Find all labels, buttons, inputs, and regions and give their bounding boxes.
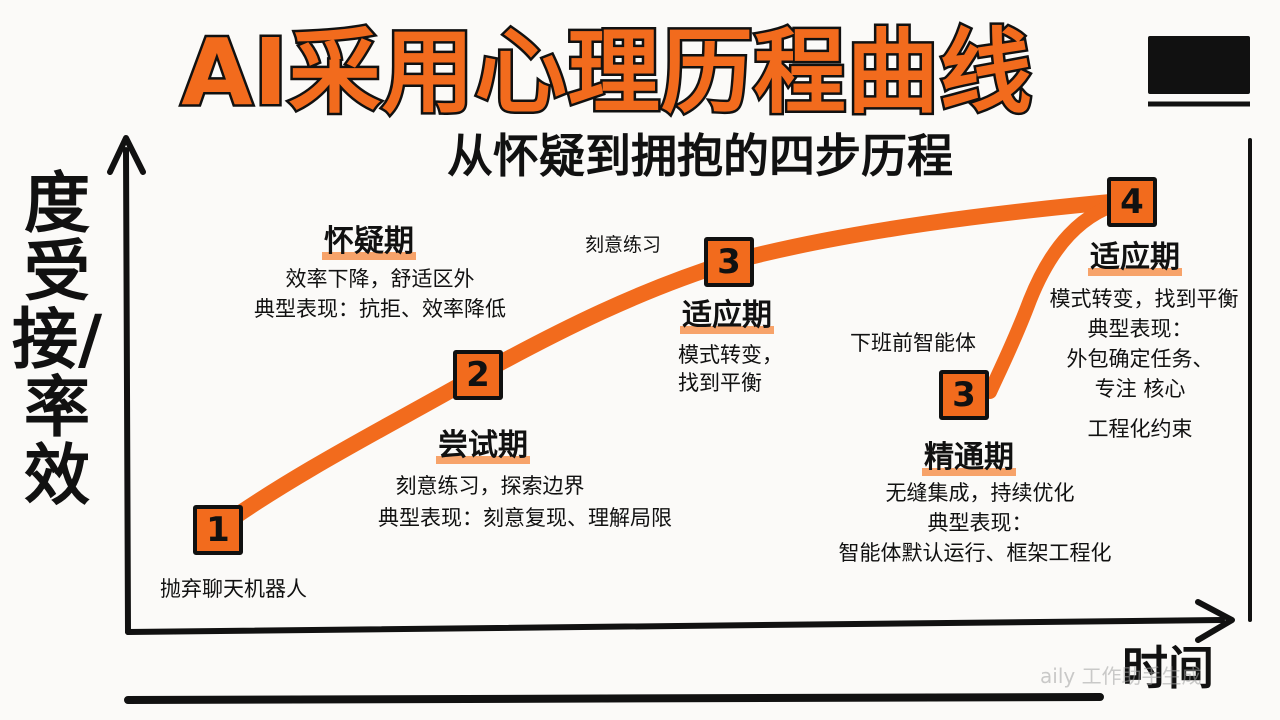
stage-marker-2: 2: [453, 350, 503, 400]
stage-master-line3: 智能体默认运行、框架工程化: [838, 541, 1112, 565]
note-deliberate-practice: 刻意练习: [585, 234, 662, 256]
stage-doubt-line2: 典型表现：抗拒、效率降低: [254, 297, 506, 321]
page-subtitle: 从怀疑到拥抱的四步历程: [447, 129, 953, 183]
y-axis-arrowhead: [107, 135, 146, 175]
y-axis: [123, 147, 131, 635]
stage-adapt-right-line5: 工程化约束: [1087, 417, 1193, 441]
watermark: aily 工作助手生成: [1040, 664, 1202, 688]
stage-marker-1: 1: [193, 505, 243, 555]
stage-title-master: 精通期: [922, 440, 1016, 476]
note-offwork-agent: 下班前智能体: [850, 331, 976, 355]
stage-master-line1: 无缝集成，持续优化: [885, 481, 1075, 505]
stage-marker-3-branch: 3: [939, 370, 989, 420]
stage-title-doubt: 怀疑期: [322, 224, 416, 260]
x-axis: [125, 617, 1225, 635]
x-axis-label: 时间: [1122, 641, 1214, 695]
x-axis-arrowhead: [1195, 599, 1235, 643]
stage-adapt-mid-line2: 找到平衡: [678, 371, 762, 395]
stage-adapt-right-line3: 外包确定任务、: [1066, 347, 1214, 371]
stage-adapt-right-line1: 模式转变，找到平衡: [1049, 287, 1239, 311]
progress-curve: [212, 192, 1140, 535]
stage-title-adapt-right: 适应期: [1088, 240, 1182, 276]
stage-marker-3: 3: [704, 237, 754, 287]
stage-marker-4: 4: [1107, 177, 1157, 227]
stage-trial-line2: 典型表现：刻意复现、理解局限: [378, 506, 672, 530]
note-abandon-chatbot: 抛弃聊天机器人: [160, 577, 307, 601]
stage-master-line2: 典型表现：: [927, 511, 1033, 535]
y-axis-label: 度受接/率效: [12, 165, 103, 514]
stage-adapt-right-line2: 典型表现：: [1087, 317, 1193, 341]
stage-doubt-line1: 效率下降，舒适区外: [285, 267, 475, 291]
branch-curve: [983, 193, 1139, 399]
corner-block: [1148, 36, 1250, 94]
stage-adapt-mid-line1: 模式转变，: [678, 343, 783, 367]
stage-adapt-right-line4: 专注 核心: [1094, 377, 1186, 401]
stage-title-trial: 尝试期: [436, 428, 530, 464]
stage-trial-line1: 刻意练习，探索边界: [395, 474, 585, 498]
bottom-rule: [124, 693, 1104, 704]
page-title: AI采用心理历程曲线: [179, 17, 1034, 129]
stage-title-adapt-mid: 适应期: [680, 298, 774, 334]
